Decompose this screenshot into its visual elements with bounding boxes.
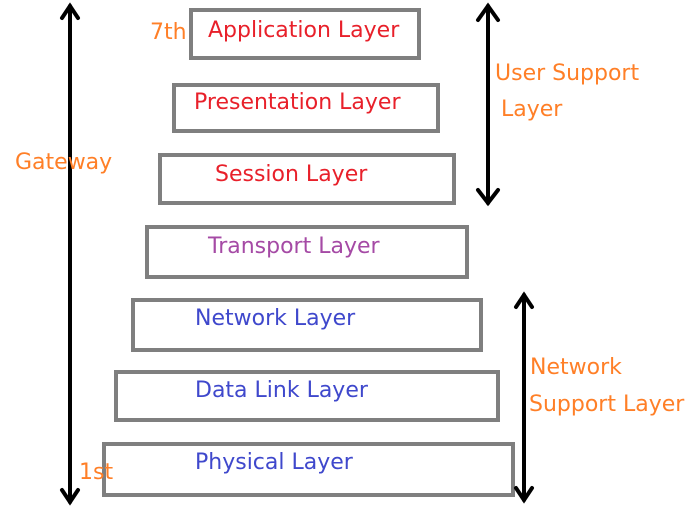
layer-label-physical: Physical Layer: [195, 450, 353, 475]
layer-label-presentation: Presentation Layer: [194, 90, 401, 115]
layer-label-session: Session Layer: [215, 162, 368, 187]
layer-label-application: Application Layer: [208, 18, 400, 43]
layer-label-network: Network Layer: [195, 306, 356, 331]
layer-box-application: [189, 8, 421, 60]
network-support-label-line2: Support Layer: [529, 392, 685, 417]
user-support-label-line2: Layer: [501, 97, 563, 122]
layer-box-physical: [102, 442, 515, 497]
marker-top: 7th: [150, 20, 187, 45]
layer-box-network: [131, 298, 483, 352]
layer-box-presentation: [172, 83, 440, 133]
user-support-arrow: [476, 2, 500, 207]
layer-box-data-link: [114, 370, 500, 422]
layer-label-data-link: Data Link Layer: [195, 378, 368, 403]
network-support-label-line1: Network: [530, 355, 622, 380]
layer-box-transport: [145, 225, 469, 279]
gateway-arrow: [60, 2, 80, 506]
user-support-label-line1: User Support: [495, 61, 640, 86]
layer-label-transport: Transport Layer: [208, 234, 380, 259]
marker-bottom: 1st: [79, 460, 114, 485]
gateway-label: Gateway: [15, 150, 113, 175]
network-support-arrow: [514, 291, 534, 504]
layer-box-session: [158, 153, 456, 205]
